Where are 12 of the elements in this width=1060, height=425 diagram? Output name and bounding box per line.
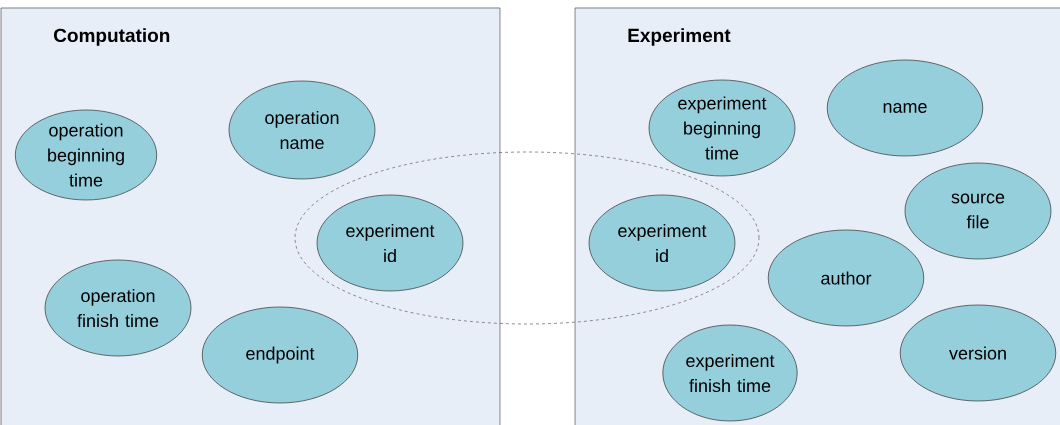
oval: operation beginning time xyxy=(14,109,158,201)
oval: name xyxy=(826,59,984,157)
oval: experiment beginning time xyxy=(648,79,796,177)
oval: source file xyxy=(904,162,1052,260)
oval: experiment id xyxy=(316,194,464,292)
oval: operation finish time xyxy=(44,259,192,357)
oval: experiment id xyxy=(588,194,736,292)
oval: author xyxy=(767,229,925,327)
oval: endpoint xyxy=(201,306,359,404)
oval: version xyxy=(899,304,1057,402)
oval: operation name xyxy=(228,80,376,180)
oval: experiment finish time xyxy=(662,324,798,422)
